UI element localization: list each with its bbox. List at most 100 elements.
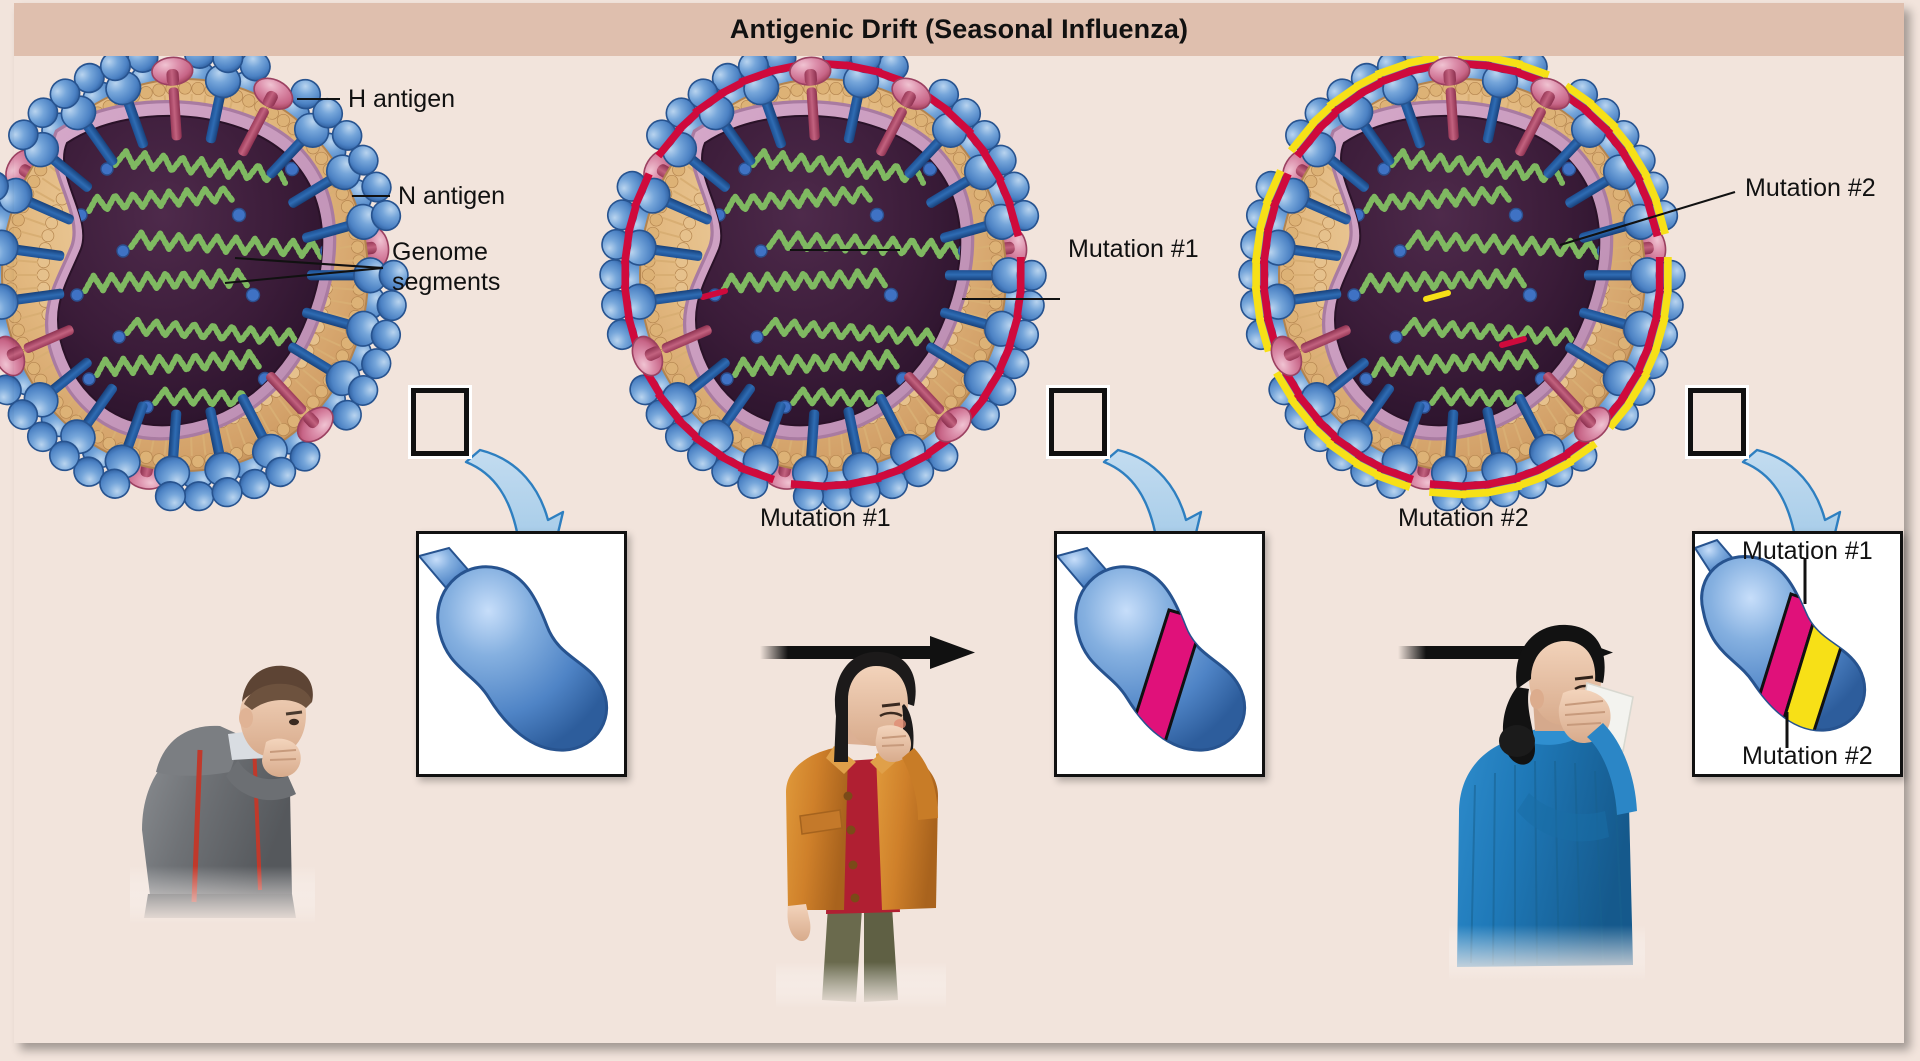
selection-box-panel-3 xyxy=(1688,388,1746,456)
mutation-1-stripe xyxy=(621,256,630,294)
mutation-1-stripe xyxy=(737,463,776,484)
virion-original xyxy=(0,37,410,513)
mutation-2-stripe xyxy=(1374,471,1412,491)
mutation-1-stripe xyxy=(1259,227,1273,265)
nucleoprotein-dot xyxy=(70,288,84,302)
nucleoprotein-dot xyxy=(738,162,752,176)
mutation-1-stripe xyxy=(691,433,726,461)
h-antigen-spike xyxy=(638,111,741,204)
nucleoprotein-dot xyxy=(1377,162,1391,176)
h-antigen-spike xyxy=(730,395,800,504)
h-antigen-spike xyxy=(935,194,1044,257)
mutation-1-stripe xyxy=(654,390,684,425)
mutation-1-stripe xyxy=(1617,367,1644,403)
genome-segment xyxy=(750,148,927,186)
leader-lines xyxy=(224,97,1736,301)
h-antigen-spike xyxy=(610,163,719,238)
mutation-1-stripe xyxy=(1377,66,1415,87)
nucleoprotein-dot xyxy=(957,243,961,259)
mutation-1-stripe xyxy=(1016,256,1025,294)
h-antigen-spike xyxy=(1428,407,1472,513)
mutation-2-stripe xyxy=(1429,488,1467,499)
genome-segment xyxy=(720,267,888,294)
mutation-1-stripe xyxy=(1429,480,1467,491)
h-antigen-spike xyxy=(731,45,800,155)
genome-mutation-mark xyxy=(700,288,728,300)
mutation-2-stripe xyxy=(1262,169,1285,206)
nucleoprotein-dot xyxy=(720,372,734,386)
h-antigen-spike xyxy=(1583,256,1686,294)
mutation-1-stripe xyxy=(1259,284,1273,323)
mutation-1-stripe xyxy=(1483,473,1521,489)
transition-arrow-2-label: Mutation #2 xyxy=(1398,504,1529,532)
mutation-2-stripe xyxy=(1651,315,1669,354)
nucleoprotein-dot xyxy=(869,207,885,223)
mutation-1-stripe xyxy=(620,227,634,265)
inset-h-antigen-original xyxy=(416,531,627,777)
nucleoprotein-dot xyxy=(116,244,130,258)
selection-box-panel-2 xyxy=(1049,388,1107,456)
genome-segment xyxy=(1405,229,1600,260)
h-antigen-spike xyxy=(829,402,886,511)
mutation-1-stripe xyxy=(1643,199,1662,238)
h-antigen-spike xyxy=(1469,39,1526,148)
h-antigen-spike xyxy=(679,71,768,176)
nucleoprotein-dot xyxy=(245,287,261,303)
person-coughing-woman-orange xyxy=(776,651,946,1008)
mutation-2-stripe xyxy=(1251,226,1265,264)
h-antigen-spike xyxy=(1277,111,1380,204)
h-antigen-spike xyxy=(934,294,1044,357)
mutation-2-stripe xyxy=(1457,488,1495,499)
nucleoprotein-dot xyxy=(1393,244,1407,258)
genome-segment xyxy=(1401,316,1597,350)
h-antigen-spike xyxy=(1579,275,1687,326)
mutation-2-stripe xyxy=(1651,197,1669,236)
genome-mutation-mark xyxy=(1423,290,1451,302)
mutation-1-stripe xyxy=(1260,256,1269,294)
h-antigen-spike xyxy=(830,39,887,148)
person-sneezing-woman-blue xyxy=(1449,624,1645,981)
nucleoprotein-dot xyxy=(883,287,899,303)
genome-segment xyxy=(86,184,236,214)
h-antigen-spike xyxy=(598,275,706,325)
mutation-1-stripe xyxy=(655,125,685,159)
mutation-2-stripe xyxy=(1255,196,1273,235)
mutation-2-stripe xyxy=(1326,82,1361,110)
genome-segment xyxy=(94,349,262,378)
mutation-2-stripe xyxy=(1252,256,1261,294)
mutation-1-stripe xyxy=(1004,199,1023,238)
h-antigen-spike xyxy=(598,224,706,275)
mutation-1-stripe xyxy=(1004,313,1022,351)
mutation-1-stripe xyxy=(620,284,634,323)
genome-segment xyxy=(112,148,289,186)
mutation-1-stripe xyxy=(1581,105,1614,137)
h-antigen-spike xyxy=(1249,163,1358,238)
mutation-2-stripe xyxy=(1624,371,1651,407)
h-antigen-spike xyxy=(1556,329,1663,414)
nucleoprotein-dot xyxy=(1347,288,1361,302)
mutation-1-stripe xyxy=(1655,256,1664,294)
label-n-antigen: N antigen xyxy=(398,182,506,210)
mutation-1-stripe xyxy=(978,367,1005,403)
genome-segment xyxy=(128,229,323,260)
mutation-1-stripe xyxy=(1651,285,1665,323)
nucleoprotein-dot xyxy=(112,330,126,344)
mutation-2-stripe xyxy=(1484,481,1523,497)
mutation-1-stripe xyxy=(692,88,727,117)
nucleoprotein-dot xyxy=(922,161,938,177)
nucleoprotein-dot xyxy=(1596,243,1600,259)
h-antigen-spike xyxy=(1574,194,1683,257)
h-antigen-spike xyxy=(1369,395,1439,504)
nucleoprotein-dot xyxy=(754,244,768,258)
nucleoprotein-dot xyxy=(82,372,96,386)
mutation-1-stripe xyxy=(1294,125,1324,159)
mutation-1-stripe xyxy=(1330,433,1365,461)
h-antigen-spike xyxy=(1238,256,1341,294)
mutation-2-stripe xyxy=(1251,285,1265,324)
genome-segment xyxy=(724,184,874,214)
genome-mutation-mark xyxy=(1499,336,1527,348)
genome-segment xyxy=(124,316,320,350)
genome-segment xyxy=(1359,267,1527,294)
mutation-1-stripe xyxy=(1376,463,1415,484)
